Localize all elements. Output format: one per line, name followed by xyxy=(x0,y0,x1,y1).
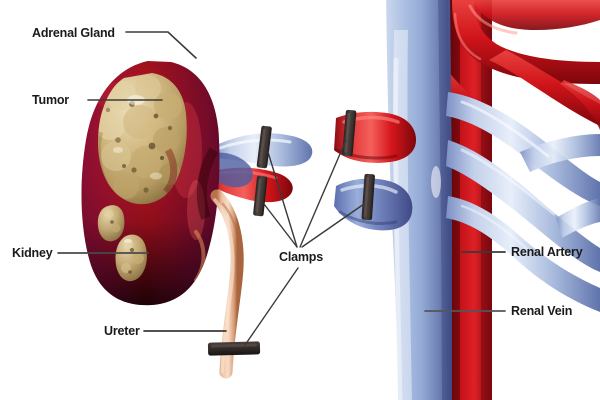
label-tumor: Tumor xyxy=(32,93,69,107)
leader-clamp-4 xyxy=(301,203,365,248)
label-adrenal-gland: Adrenal Gland xyxy=(32,26,115,40)
venous-branches xyxy=(446,92,600,312)
clamp-ureter xyxy=(207,341,261,356)
leader-lines xyxy=(57,31,506,346)
tumor-nodules-satellite xyxy=(97,205,147,282)
leader-clamp-5 xyxy=(244,267,299,346)
label-ureter: Ureter xyxy=(104,324,140,338)
label-clamps: Clamps xyxy=(279,250,323,264)
label-renal-vein: Renal Vein xyxy=(511,304,573,318)
label-kidney: Kidney xyxy=(12,246,53,260)
kidney-unit xyxy=(81,61,313,379)
clamps-group xyxy=(207,109,375,356)
clamp-renal-vein-hilum xyxy=(256,125,272,169)
clamp-renal-vein-trunk xyxy=(361,173,375,221)
leader-clamp-3 xyxy=(299,139,347,248)
clamp-renal-artery-hilum xyxy=(253,175,268,217)
leader-clamp-2 xyxy=(263,203,298,248)
ureter xyxy=(210,189,244,379)
clamp-renal-artery-trunk xyxy=(342,109,357,157)
great-vessels-group xyxy=(334,0,600,400)
leader-clamp-1 xyxy=(267,151,298,248)
leader-adrenal-gland xyxy=(125,31,197,59)
label-renal-artery: Renal Artery xyxy=(511,245,583,259)
